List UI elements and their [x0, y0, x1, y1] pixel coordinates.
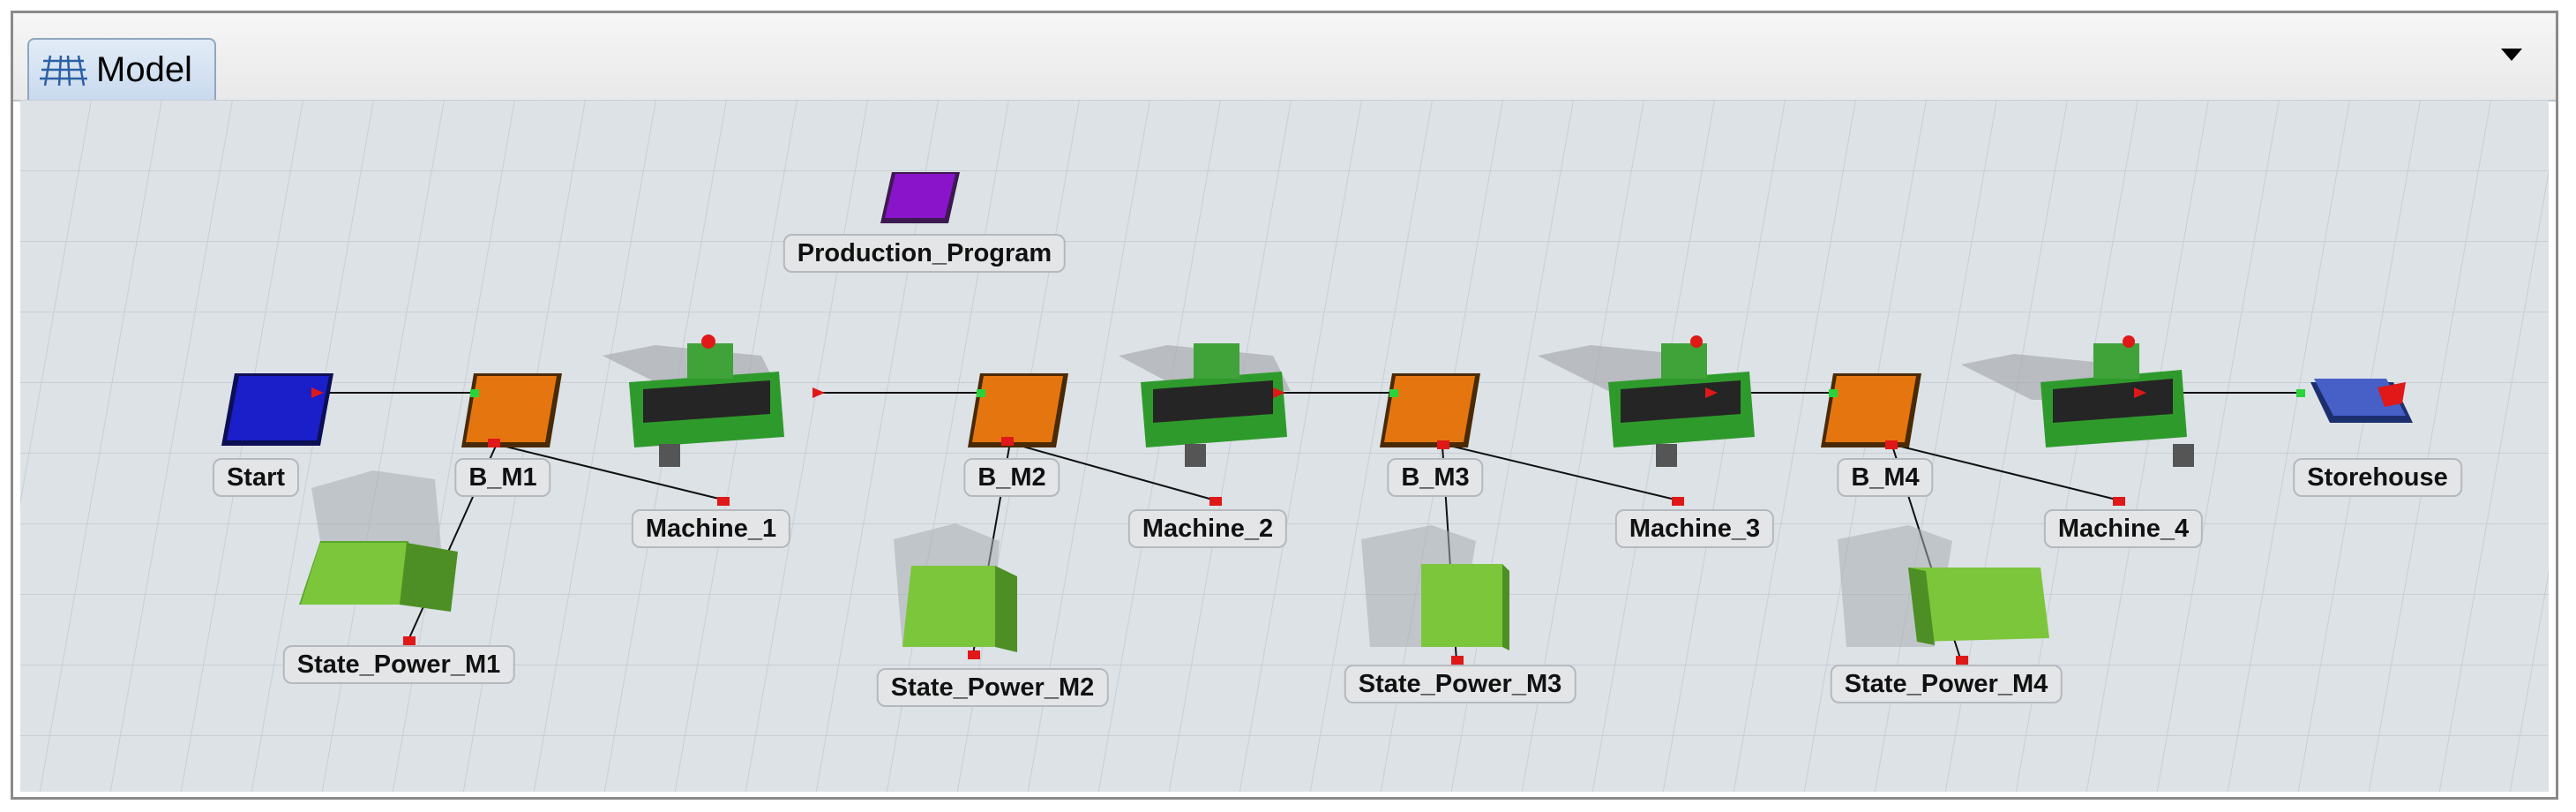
label-state-power-m4: State_Power_M4: [1830, 665, 2063, 703]
arrow-icon: [1273, 387, 1285, 398]
label-state-power-m1: State_Power_M1: [282, 645, 515, 684]
label-b-m2: B_M2: [963, 458, 1060, 497]
port-icon: [1437, 440, 1449, 449]
port-icon: [1001, 437, 1014, 446]
port-icon: [1209, 497, 1222, 506]
label-start: Start: [212, 458, 300, 497]
queue-b-m2[interactable]: [968, 373, 1068, 447]
port-icon: [1956, 656, 1968, 665]
port-icon: [1451, 656, 1464, 665]
label-state-power-m2: State_Power_M2: [876, 668, 1109, 707]
label-b-m3: B_M3: [1387, 458, 1484, 497]
port-icon: [488, 439, 500, 447]
machine-1-object[interactable]: [603, 335, 784, 467]
arrow-icon: [812, 387, 825, 398]
port-icon: [1672, 497, 1684, 506]
port-icon: [1885, 440, 1898, 449]
grid-floor: [20, 100, 2549, 792]
label-machine-1: Machine_1: [631, 509, 791, 548]
queue-b-m3[interactable]: [1380, 373, 1480, 447]
arrow-icon: [1705, 387, 1718, 398]
state-power-m1-object[interactable]: [299, 470, 458, 612]
connector-b-m2-machine2: [1000, 440, 1217, 501]
port-icon: [717, 497, 730, 506]
machine-3-object[interactable]: [1538, 335, 1755, 467]
label-b-m1: B_M1: [454, 458, 551, 497]
port-icon: [1389, 389, 1398, 397]
port-icon: [1829, 389, 1838, 397]
connector-b-m1-machine1: [487, 441, 727, 501]
model-scene: [20, 100, 2549, 792]
arrow-icon: [311, 387, 324, 398]
queue-b-m4[interactable]: [1821, 373, 1921, 447]
label-b-m4: B_M4: [1837, 458, 1934, 497]
port-icon: [470, 389, 479, 397]
storehouse-object[interactable]: [2310, 379, 2413, 423]
machine-2-object[interactable]: [1119, 343, 1291, 467]
port-icon: [2296, 389, 2305, 397]
state-power-m3-object[interactable]: [1361, 525, 1509, 650]
port-icon: [968, 650, 980, 659]
chevron-down-icon[interactable]: [2501, 49, 2522, 61]
production-program-object[interactable]: [880, 172, 960, 223]
tab-strip: Model: [13, 13, 2556, 102]
tab-model[interactable]: Model: [27, 38, 216, 100]
label-machine-4: Machine_4: [2043, 509, 2204, 548]
label-storehouse: Storehouse: [2293, 458, 2462, 497]
state-power-m2-object[interactable]: [894, 523, 1017, 652]
grid-icon: [40, 55, 87, 86]
label-machine-3: Machine_3: [1614, 509, 1775, 548]
connector-b-m4-machine4: [1890, 443, 2121, 501]
queue-b-m1[interactable]: [461, 373, 562, 447]
connector-b-m3-machine3: [1442, 443, 1680, 501]
port-icon: [403, 636, 416, 645]
arrow-icon: [2134, 387, 2146, 398]
label-state-power-m3: State_Power_M3: [1344, 665, 1576, 703]
model-window: Model: [11, 11, 2558, 800]
model-canvas[interactable]: Production_Program Start B_M1 B_M2 B_M3 …: [20, 100, 2549, 792]
label-production-program: Production_Program: [783, 234, 1067, 273]
tab-model-label: Model: [96, 49, 192, 89]
port-icon: [977, 389, 985, 397]
label-machine-2: Machine_2: [1127, 509, 1288, 548]
machine-4-object[interactable]: [1961, 335, 2194, 467]
start-object[interactable]: [221, 373, 333, 446]
port-icon: [2113, 497, 2125, 506]
state-power-m4-object[interactable]: [1838, 525, 2049, 647]
